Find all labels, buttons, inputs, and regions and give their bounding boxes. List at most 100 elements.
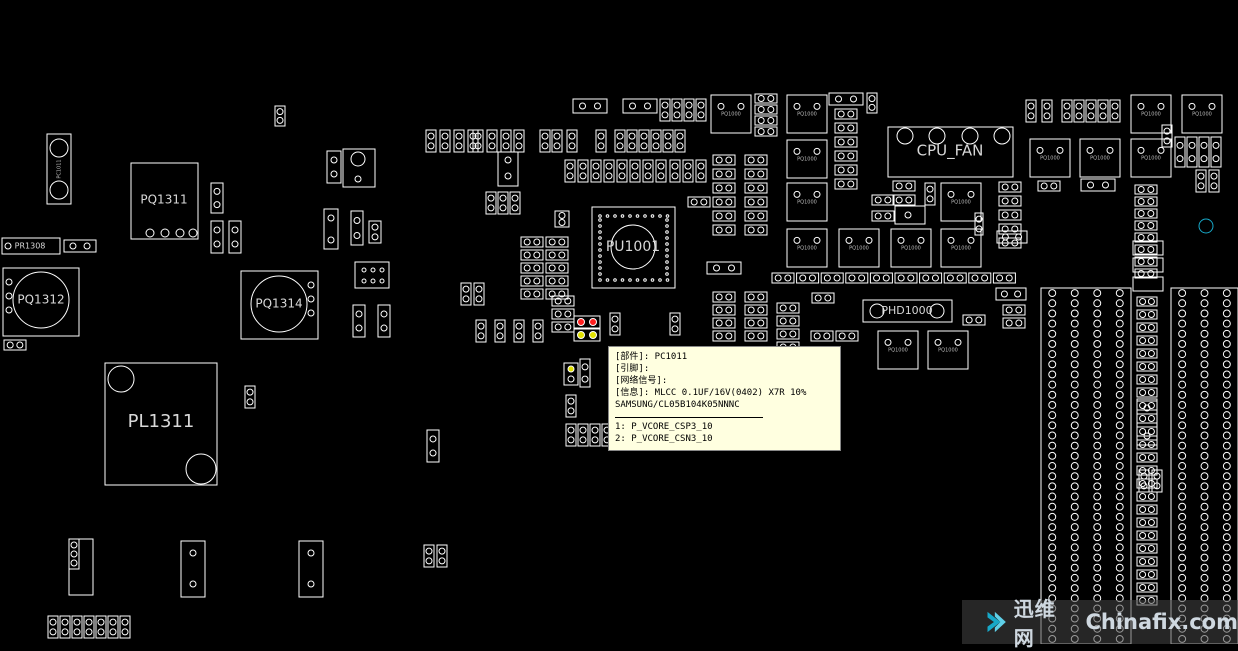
- pad: [1071, 371, 1078, 378]
- silkscreen-text: PQ1000: [1040, 156, 1060, 162]
- pad: [594, 103, 600, 109]
- pad: [612, 316, 618, 322]
- pad: [1071, 402, 1078, 409]
- passive-outline: [745, 305, 767, 315]
- pad: [356, 311, 362, 317]
- pad: [1140, 351, 1146, 357]
- mosfet-outline: [711, 95, 751, 133]
- passive-outline: [498, 152, 518, 186]
- pad: [1049, 422, 1056, 429]
- pad: [758, 294, 764, 300]
- pad: [599, 215, 602, 218]
- pad: [1148, 403, 1154, 409]
- pad: [1049, 432, 1056, 439]
- passive-outline: [454, 130, 464, 152]
- pad: [186, 454, 216, 484]
- pad: [848, 111, 854, 117]
- passive-outline: [615, 130, 625, 152]
- pad: [677, 143, 683, 149]
- pad: [232, 227, 238, 233]
- pad: [524, 252, 530, 258]
- pad: [5, 243, 11, 249]
- passive-outline: [369, 221, 381, 243]
- silkscreen-text: PQ1000: [951, 200, 971, 206]
- pad: [592, 437, 598, 443]
- pad: [1116, 574, 1123, 581]
- pad: [1076, 113, 1082, 119]
- pad: [636, 215, 639, 218]
- pad: [1071, 391, 1078, 398]
- pad: [428, 143, 434, 149]
- pad: [1148, 351, 1154, 357]
- pad: [716, 213, 722, 219]
- pad: [630, 103, 636, 109]
- pad: [555, 311, 561, 317]
- pad: [1148, 235, 1154, 241]
- pad: [161, 229, 169, 237]
- pad: [1179, 310, 1186, 317]
- pad: [1201, 402, 1208, 409]
- passive-outline: [745, 318, 767, 328]
- pad: [1138, 223, 1144, 229]
- phd1000-label: PHD1000: [881, 304, 932, 317]
- pad: [1138, 199, 1144, 205]
- pad: [1049, 513, 1056, 520]
- pad: [1049, 351, 1056, 358]
- pad: [748, 320, 754, 326]
- pad: [328, 215, 334, 221]
- passive-outline: [64, 240, 96, 252]
- passive-outline: [514, 320, 524, 342]
- pad: [98, 619, 104, 625]
- pad: [644, 279, 647, 282]
- pad: [534, 252, 540, 258]
- pad: [726, 213, 732, 219]
- silkscreen-text: PQ1000: [1141, 156, 1161, 162]
- passive-outline: [893, 195, 915, 205]
- pad: [758, 129, 764, 135]
- passive-outline: [707, 262, 741, 274]
- pad: [758, 307, 764, 313]
- pad: [355, 176, 361, 182]
- pad: [1071, 463, 1078, 470]
- pad: [6, 279, 12, 285]
- passive-outline: [486, 192, 496, 214]
- pad: [726, 320, 732, 326]
- pad: [1094, 463, 1101, 470]
- pad: [308, 310, 314, 316]
- silkscreen-text: PQ1000: [797, 112, 817, 118]
- pad: [1148, 429, 1154, 435]
- pad: [1071, 442, 1078, 449]
- pad: [1223, 391, 1230, 398]
- pad: [1071, 361, 1078, 368]
- passive-outline: [944, 273, 966, 283]
- pad: [1148, 468, 1154, 474]
- passive-outline: [229, 221, 241, 253]
- pad: [905, 339, 911, 345]
- passive-outline: [835, 109, 857, 119]
- pad: [214, 227, 220, 233]
- pad: [1016, 234, 1022, 240]
- pad: [590, 332, 597, 339]
- pad: [748, 171, 754, 177]
- pad: [1138, 103, 1144, 109]
- pad: [666, 237, 669, 240]
- pad: [1138, 211, 1144, 217]
- pad: [1138, 259, 1144, 265]
- pad: [1037, 147, 1043, 153]
- pad: [800, 275, 806, 281]
- pad: [1198, 173, 1204, 179]
- pad: [488, 195, 494, 201]
- passive-outline: [546, 263, 568, 273]
- passive-outline: [487, 130, 497, 152]
- pad: [568, 398, 574, 404]
- pad: [1064, 113, 1070, 119]
- pad: [716, 294, 722, 300]
- passive-outline: [343, 149, 375, 187]
- pad: [505, 157, 511, 163]
- pad: [1094, 493, 1101, 500]
- pad: [666, 219, 669, 222]
- pad: [568, 427, 574, 433]
- selected-pad: [578, 319, 585, 326]
- pad: [651, 279, 654, 282]
